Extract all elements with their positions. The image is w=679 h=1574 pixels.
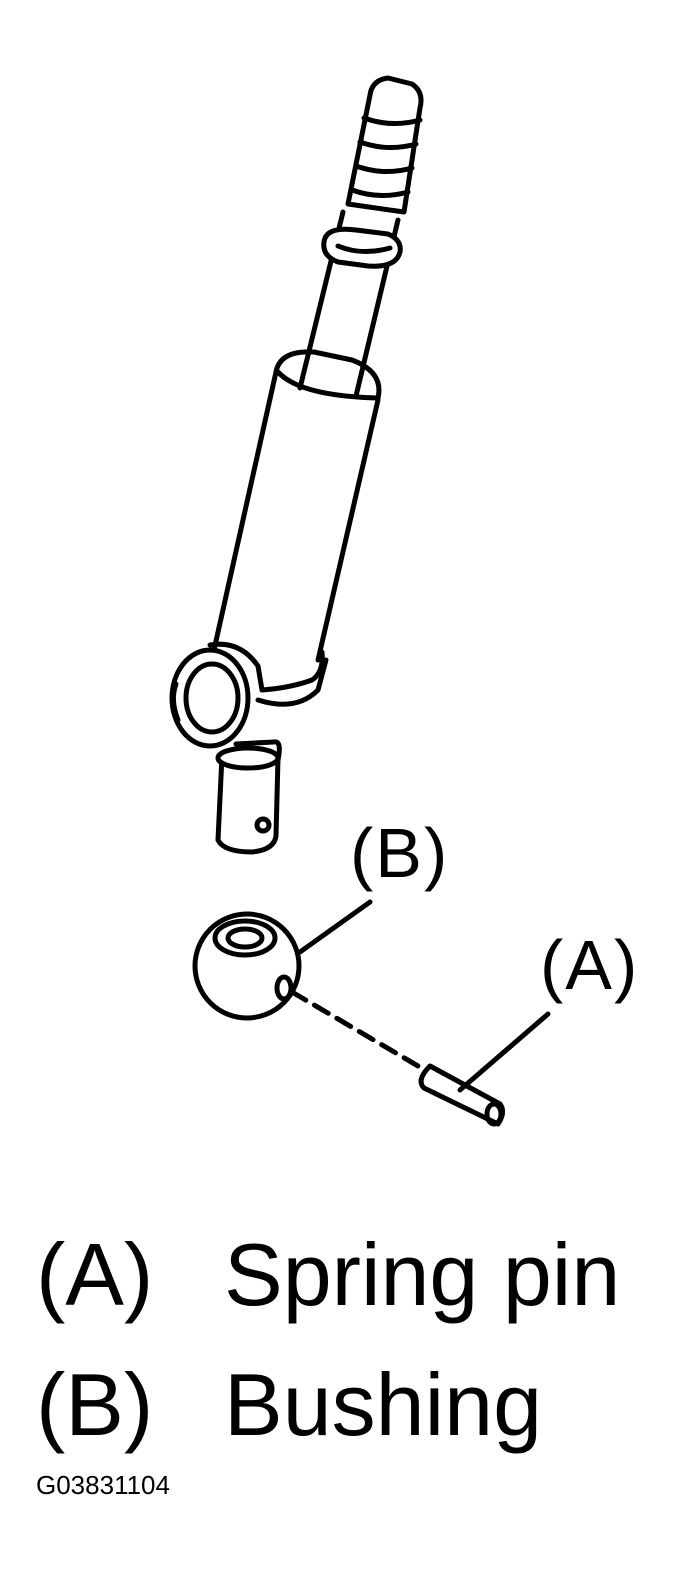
figure-code: G03831104 [36, 1470, 170, 1500]
lower-stub-shaft [215, 739, 282, 855]
legend-item-spring-pin: (A) Spring pin [36, 1225, 656, 1325]
assembly-dashed-line [289, 989, 421, 1069]
bracket-eye [169, 641, 329, 749]
spring-pin [418, 1063, 506, 1127]
legend-key: (B) [36, 1355, 154, 1454]
threaded-rod-end [345, 75, 424, 215]
legend-key: (A) [36, 1225, 154, 1324]
callout-label-b: (B) [350, 814, 450, 892]
legend-label: Spring pin [224, 1225, 621, 1324]
legend-item-bushing: (B) Bushing [36, 1355, 656, 1455]
leader-line-b [297, 899, 373, 955]
leader-line-a [457, 1011, 551, 1093]
outer-tube [211, 349, 382, 663]
legend-label: Bushing [224, 1355, 543, 1454]
washer [321, 226, 403, 269]
callout-label-a: (A) [540, 926, 640, 1004]
bushing [192, 911, 302, 1021]
